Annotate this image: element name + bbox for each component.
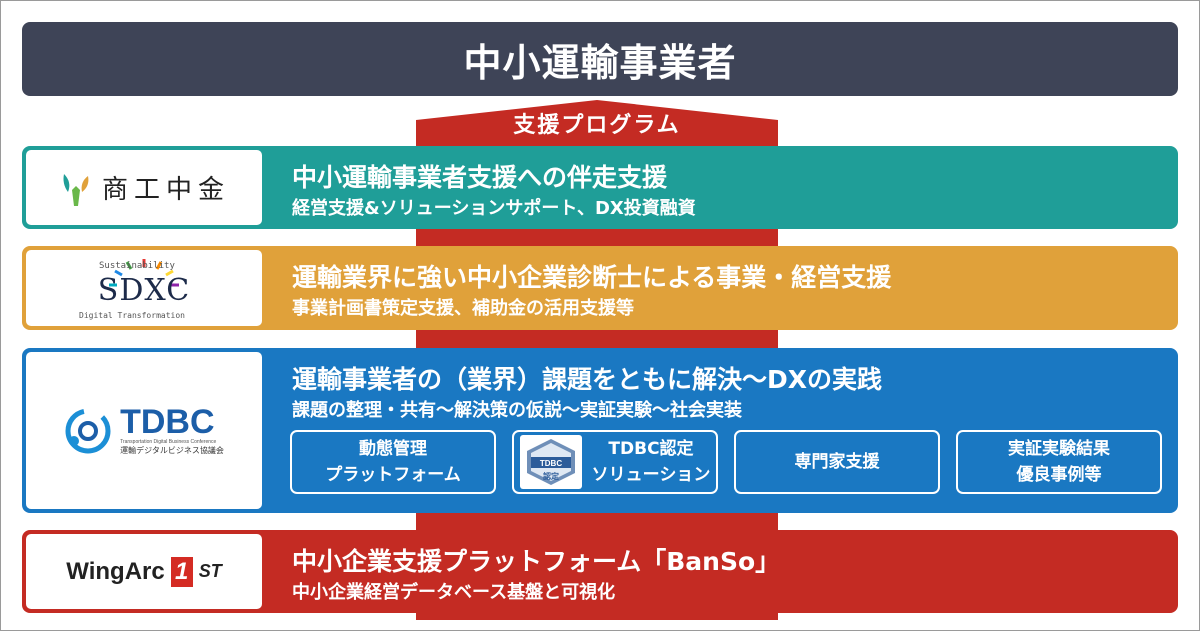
wingarc-subtitle: 中小企業経営データベース基盤と可視化 xyxy=(292,582,616,603)
tdbc-logo-text: TDBC xyxy=(120,403,215,441)
tdbc-logo-en: Transportation Digital Business Conferen… xyxy=(120,439,217,445)
sdxc-logo-bottom-text: Digital Transformation xyxy=(79,311,185,320)
certified-badge-icon: TDBC 認定 xyxy=(526,439,575,485)
card-line2: 優良事例等 xyxy=(1016,465,1102,485)
sdxc-color-ring-icon xyxy=(109,259,179,287)
sdxc-subtitle: 事業計画書策定支援、補助金の活用支援等 xyxy=(292,298,634,319)
card-dynamic-management: 動態管理 プラットフォーム xyxy=(290,430,496,494)
sdxc-title: 運輸業界に強い中小企業診断士による事業・経営支援 xyxy=(292,263,892,292)
badge-bottom-text: 認定 xyxy=(543,471,559,481)
badge-top-text: TDBC xyxy=(540,459,562,468)
wingarc-logo: WingArc 1 ST xyxy=(26,534,262,609)
wingarc-logo-text: WingArc xyxy=(66,557,165,585)
sdxc-logo: Sustainability SDXC Digital Transformati… xyxy=(26,250,262,326)
card-line1: 動態管理 xyxy=(359,439,427,459)
shokochukin-title: 中小運輸事業者支援への伴走支援 xyxy=(292,163,668,192)
card-line1: TDBC認定 xyxy=(608,439,694,459)
card-line2: プラットフォーム xyxy=(325,465,461,485)
tdbc-subtitle: 課題の整理・共有〜解決策の仮説〜実証実験〜社会実装 xyxy=(292,400,742,421)
tdbc-title: 運輸事業者の（業界）課題をともに解決〜DXの実践 xyxy=(292,365,883,394)
card-verification-results: 実証実験結果 優良事例等 xyxy=(956,430,1162,494)
wingarc-logo-st: ST xyxy=(198,561,222,581)
arrow-label: 支援プログラム xyxy=(513,113,681,138)
tdbc-logo: TDBC Transportation Digital Business Con… xyxy=(26,352,262,509)
shokochukin-mark-icon xyxy=(63,173,89,206)
row-sdxc: Sustainability SDXC Digital Transformati… xyxy=(22,246,1178,330)
row-tdbc: TDBC Transportation Digital Business Con… xyxy=(22,348,1178,513)
shokochukin-logo: 商工中金 xyxy=(26,150,262,225)
shokochukin-subtitle: 経営支援&ソリューションサポート、DX投資融資 xyxy=(292,198,696,219)
wingarc-title: 中小企業支援プラットフォーム「BanSo」 xyxy=(292,547,781,576)
header-target-bar: 中小運輸事業者 xyxy=(22,22,1178,96)
wingarc-logo-one: 1 xyxy=(170,556,193,587)
tdbc-circle-mark-icon xyxy=(65,408,111,453)
sdxc-logo-text: SDXC xyxy=(97,273,191,308)
header-title: 中小運輸事業者 xyxy=(463,40,737,85)
card-line1: 実証実験結果 xyxy=(1008,439,1110,459)
shokochukin-logo-text: 商工中金 xyxy=(101,175,230,205)
card-expert-support: 専門家支援 xyxy=(734,430,940,494)
row-shokochukin: 商工中金 中小運輸事業者支援への伴走支援 経営支援&ソリューションサポート、DX… xyxy=(22,146,1178,229)
tdbc-certified-badge: TDBC 認定 xyxy=(519,435,582,489)
tdbc-logo-jp: 運輸デジタルビジネス協議会 xyxy=(120,446,224,455)
sdxc-logo-top-text: Sustainability xyxy=(99,261,175,271)
tdbc-sub-cards: 動態管理 プラットフォーム TDBC 認定 TDBC認定 ソリューション xyxy=(290,430,1166,498)
card-line1: 専門家支援 xyxy=(794,452,880,472)
card-tdbc-certified: TDBC 認定 TDBC認定 ソリューション xyxy=(512,430,718,494)
row-wingarc: WingArc 1 ST 中小企業支援プラットフォーム「BanSo」 中小企業経… xyxy=(22,530,1178,613)
card-line2: ソリューション xyxy=(591,465,711,485)
